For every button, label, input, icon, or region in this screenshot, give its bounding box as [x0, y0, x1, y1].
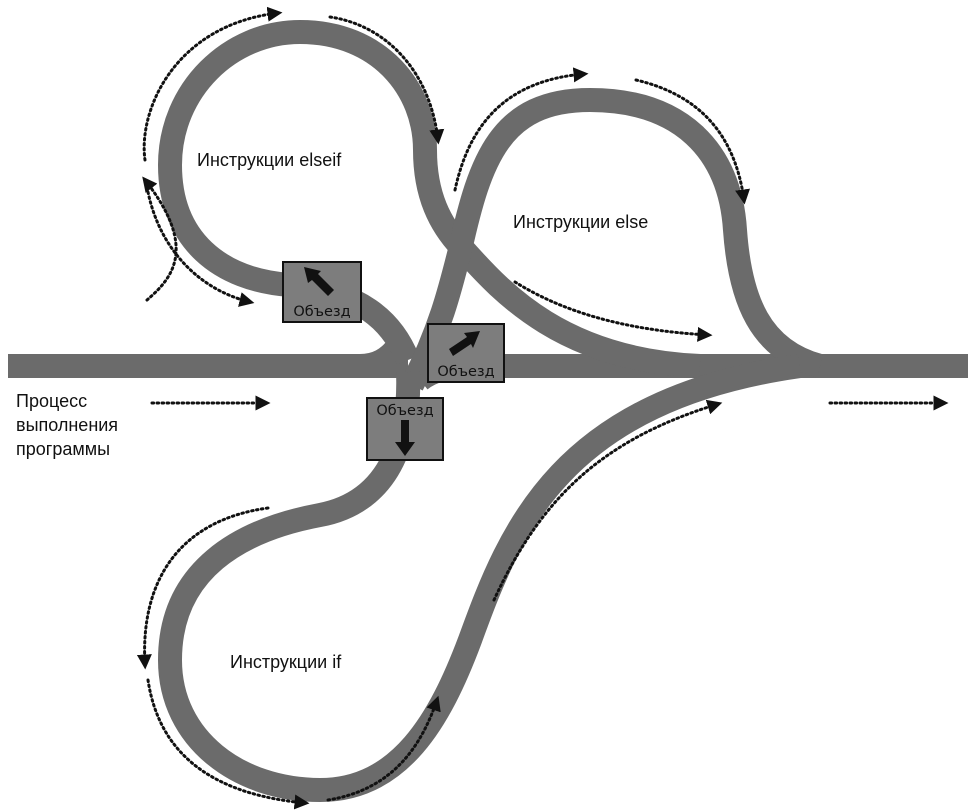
flow-arrow-elseif-bottom [146, 190, 255, 307]
detour-sign-else: Объезд [427, 323, 505, 383]
detour-sign-if: Объезд [366, 397, 444, 461]
flow-arrow-else-top [453, 67, 589, 192]
main-road-left-segment [8, 354, 408, 378]
detour-sign-elseif: Объезд [282, 261, 362, 323]
process-label-line-1: Процесс [16, 391, 88, 411]
process-label-line-3: программы [16, 439, 111, 459]
flow-arrow-if-bottom [146, 678, 310, 810]
flow-arrow-elseif-right [328, 15, 445, 145]
detour-sign-text: Объезд [376, 403, 433, 419]
flow-arrow-elseif-top [142, 176, 178, 302]
arrow-up-right-icon [449, 331, 480, 356]
detour-sign-text: Объезд [437, 364, 494, 380]
flow-arrow-if-up [326, 695, 441, 802]
if-label: Инструкции if [230, 652, 342, 672]
arrow-down-icon [395, 420, 415, 456]
flow-arrow-else-exit [513, 280, 713, 342]
flow-arrow-if-left [136, 506, 270, 670]
if-loop-road [157, 354, 802, 803]
else-label: Инструкции else [513, 212, 648, 232]
process-label-line-2: выполнения [16, 415, 119, 435]
else-loop-road [401, 87, 824, 391]
flow-arrow-if-exit [492, 399, 723, 602]
elseif-label: Инструкции elseif [197, 150, 342, 170]
flow-arrow-else-right [634, 78, 750, 205]
detour-sign-text: Объезд [293, 304, 350, 320]
arrow-up-left-icon [304, 267, 334, 296]
flow-arrow-elseif-left [142, 6, 283, 162]
